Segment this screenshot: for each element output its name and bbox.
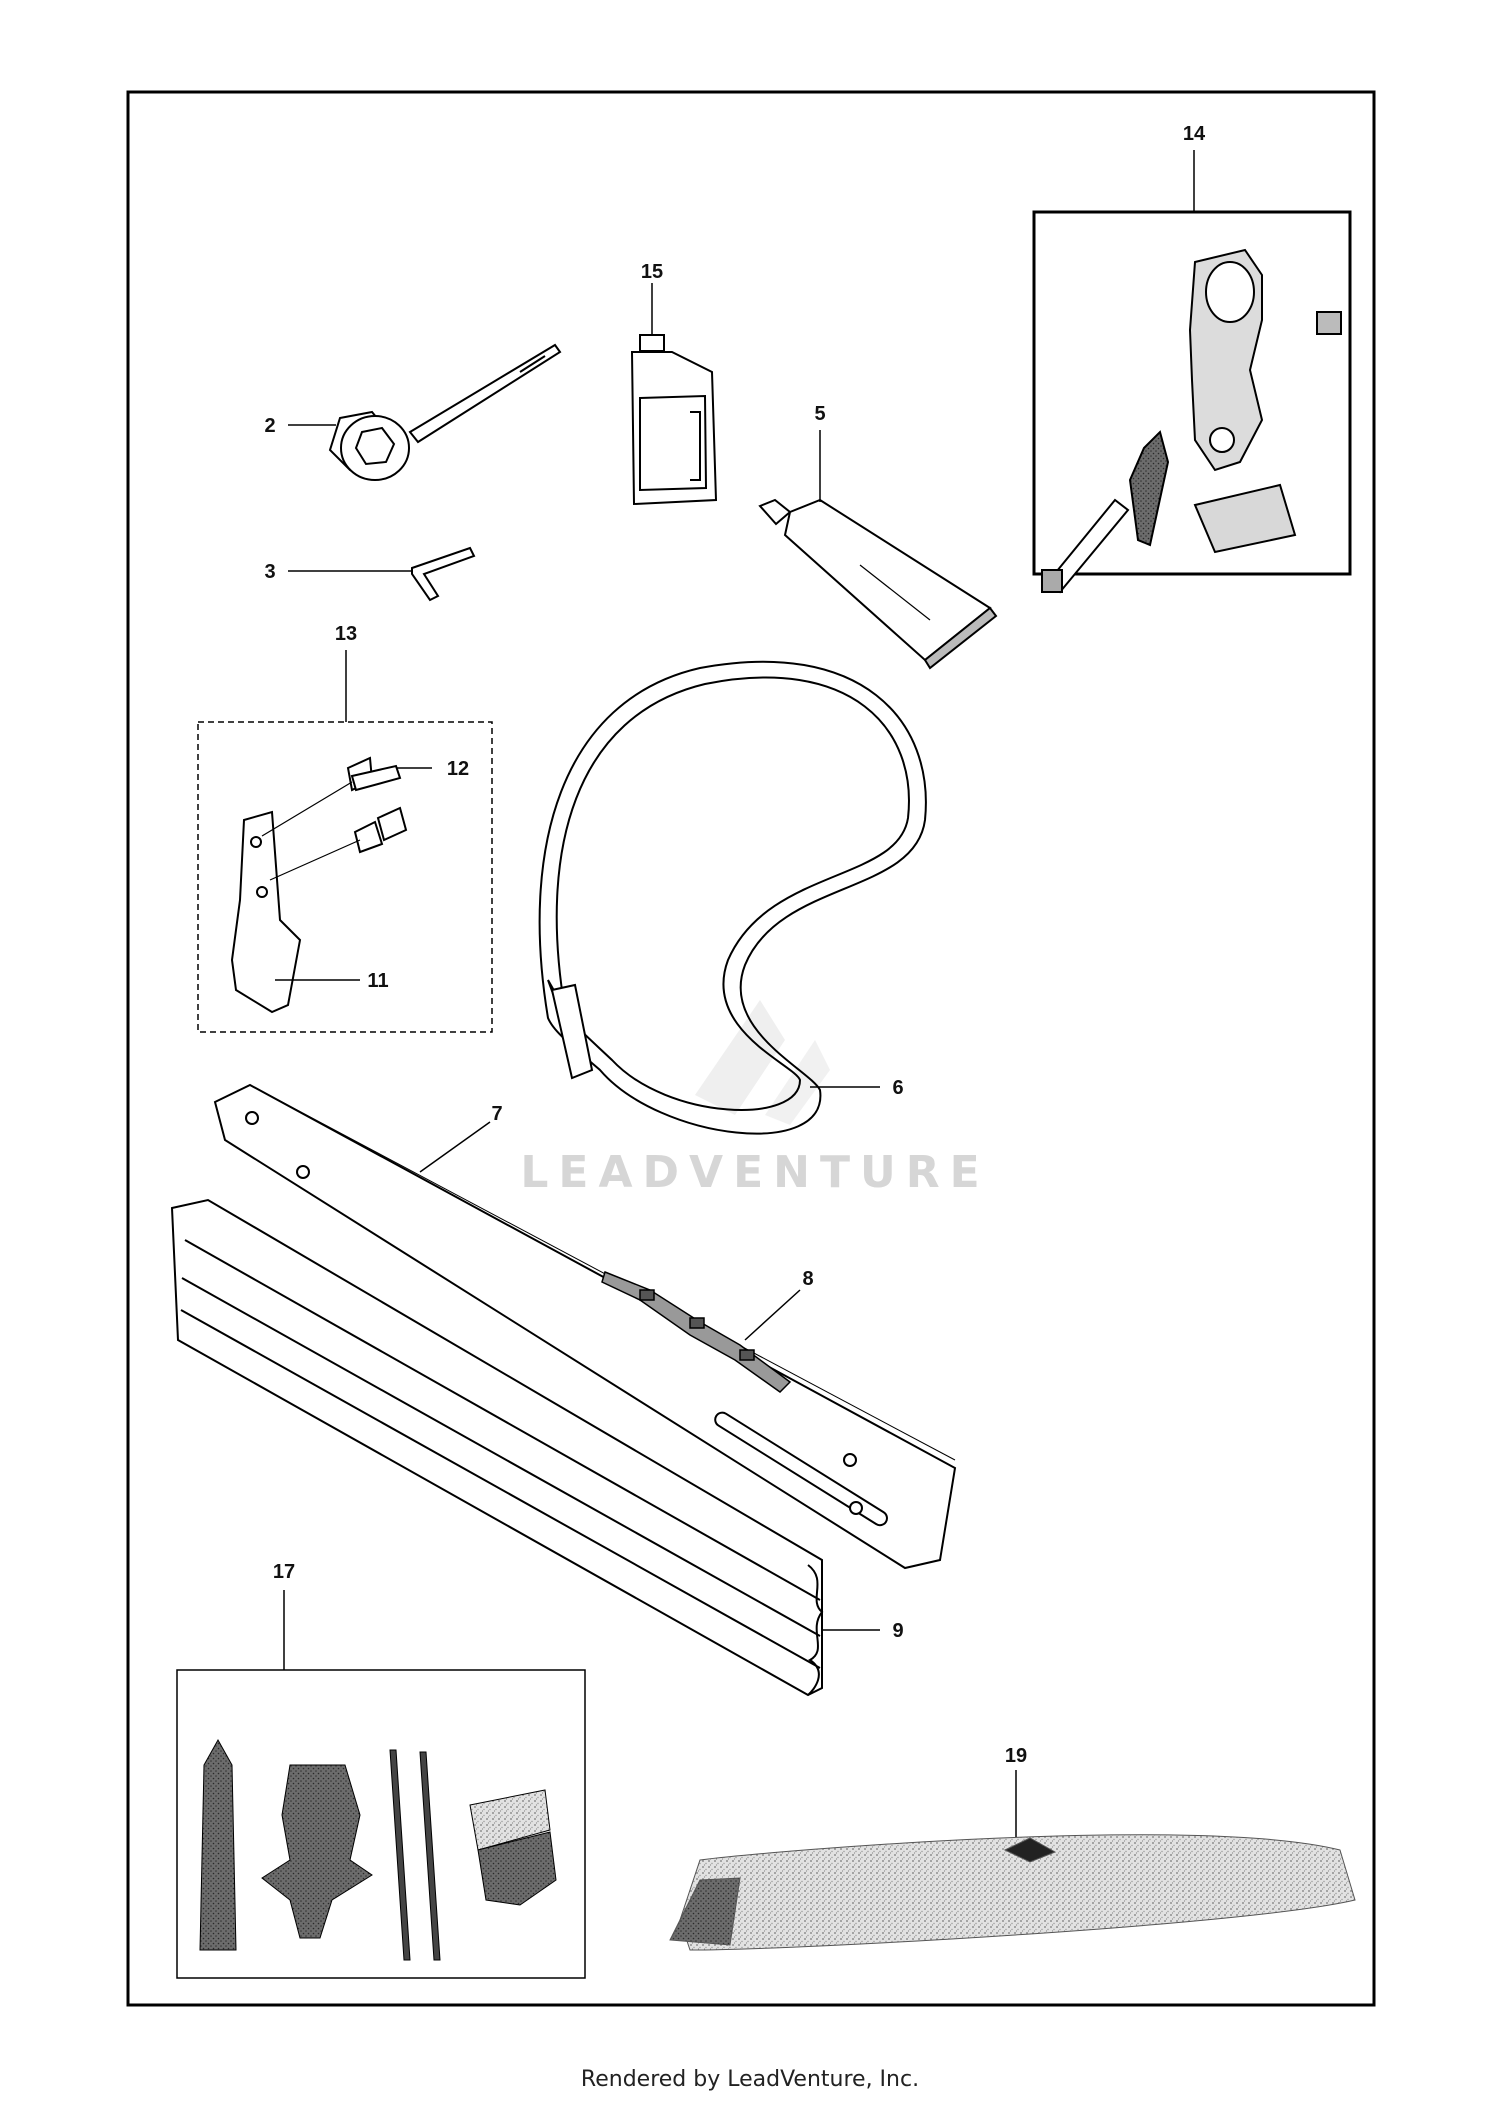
part-8-chain-segment (601, 1270, 792, 1393)
callout-6: 6 (892, 1077, 903, 1099)
leader-7 (419, 1121, 491, 1173)
part-3-hex-key (411, 546, 476, 602)
part-19-carry-bag (669, 1834, 1356, 1951)
callout-12: 12 (447, 758, 469, 780)
part-2-combination-wrench (328, 343, 562, 481)
part-7-guide-bar (213, 1083, 957, 1570)
callout-15: 15 (641, 261, 663, 283)
leader-8 (744, 1289, 801, 1341)
part-12-screw-lower (269, 806, 408, 881)
callout-9: 9 (892, 1620, 903, 1642)
callout-17: 17 (273, 1561, 295, 1583)
part-15-oil-bottle (630, 334, 718, 506)
callout-5: 5 (814, 403, 825, 425)
watermark-logo (695, 1000, 830, 1125)
callout-13: 13 (335, 623, 357, 645)
callout-2: 2 (264, 415, 275, 437)
callout-8: 8 (802, 1268, 813, 1290)
part-14-bar-clamp (1041, 248, 1342, 594)
part-11-handle-plate (230, 810, 302, 1014)
watermark-text: LEADVENTURE (520, 1147, 989, 1198)
part-9-bar-guard (170, 1198, 824, 1697)
footer-credit: Rendered by LeadVenture, Inc. (580, 2067, 920, 2092)
part-17-file-kit (199, 1738, 557, 1961)
callout-7: 7 (491, 1103, 502, 1125)
part-12-screw-upper (261, 756, 402, 837)
callout-14: 14 (1183, 123, 1206, 145)
callout-11: 11 (367, 970, 388, 992)
part-6-saw-chain (538, 660, 927, 1135)
callout-3: 3 (264, 561, 275, 583)
part-13-kit-box (197, 721, 493, 1033)
callout-19: 19 (1005, 1745, 1027, 1767)
part-5-grease-tube (758, 498, 998, 670)
diagram-frame (126, 90, 1376, 2007)
